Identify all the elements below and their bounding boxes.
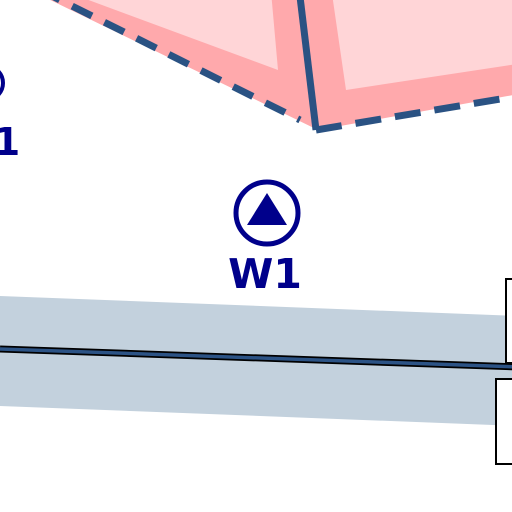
zone-area-right[interactable] [296,0,512,134]
triangle-icon [247,193,287,225]
zone-boundary-dashed [315,93,512,134]
w1-marker[interactable]: W1 [228,179,302,298]
zone-boundary-dashed [52,0,302,124]
w1-marker-left[interactable]: W1 [0,66,20,164]
road[interactable] [0,296,512,426]
building-outline[interactable] [495,378,512,465]
zone-fill-inner [332,0,512,90]
triangle-circle-icon [0,70,5,96]
zone-boundary-solid [296,0,320,131]
marker-label: W1 [228,250,302,298]
road-centerline [0,347,512,369]
zone-area-left[interactable] [40,0,318,130]
building-outline[interactable] [505,278,512,364]
building-group[interactable] [495,278,512,465]
zone-fill-inner [88,0,278,70]
marker-label: W1 [0,120,20,164]
